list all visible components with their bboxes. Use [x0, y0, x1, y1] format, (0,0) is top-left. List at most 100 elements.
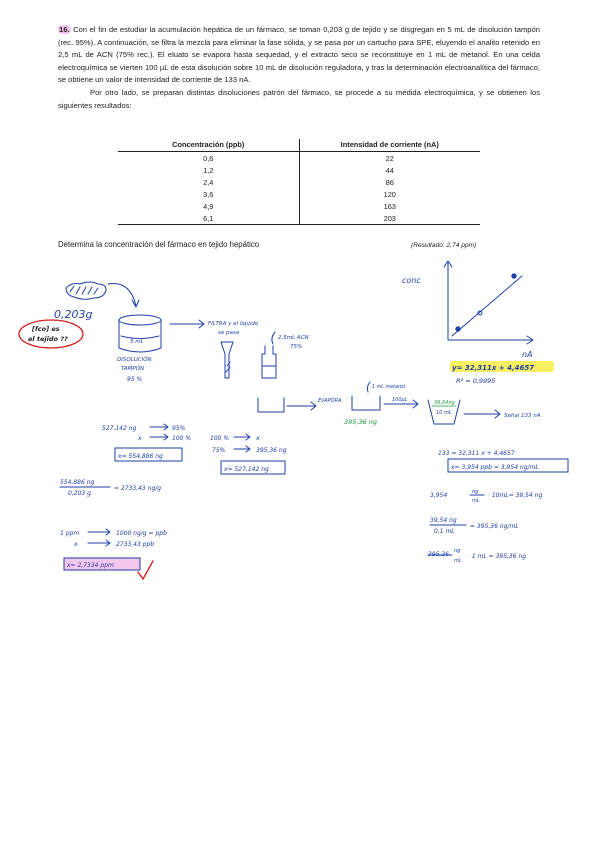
- problem-statement: 16. Con el fin de estudiar la acumulació…: [58, 24, 540, 112]
- calc-text: 100 %: [210, 435, 229, 442]
- problem-number: 16.: [58, 25, 71, 34]
- calc-text: 395,36 ng: [256, 447, 287, 454]
- spe-cartridge-icon: [261, 345, 277, 379]
- calc-text: 95%: [172, 425, 186, 432]
- beaker-label: TAMPÓN: [121, 365, 144, 372]
- tissue-sample-icon: [65, 281, 107, 300]
- fco-label: [fco] es: [31, 325, 60, 333]
- results-table: Concentración (ppb) Intensidad de corrie…: [118, 139, 480, 225]
- table-row: 2,4 86: [118, 176, 480, 188]
- table-cell: 22: [385, 153, 394, 163]
- arrow-icon: [233, 433, 251, 453]
- funnel-filter-icon: [225, 361, 231, 373]
- handwritten-solution: 0,203g [fco] es el tejido ?? 5 mL DISOLU…: [18, 260, 569, 581]
- calc-text: 133 = 32,311 x + 4,4657: [438, 450, 515, 457]
- calibration-point: [455, 326, 461, 332]
- checkmark-icon: [137, 560, 154, 581]
- table-cell: 163: [383, 201, 396, 211]
- calc-text: · 10mL= 39,54 ng: [488, 492, 542, 499]
- calc-text: 75%: [212, 447, 226, 454]
- calc-text: x: [73, 541, 78, 548]
- problem-paragraph-2: Por otro lado, se preparan distintas dis…: [58, 87, 540, 110]
- acn-label: 2,5mL ACN: [278, 335, 309, 341]
- final-answer: x= 2,7334 ppm: [66, 562, 114, 569]
- tissue-hatch-icon: [69, 285, 99, 295]
- result-text: x= 527,142 ng: [223, 466, 269, 473]
- fraction-numerator: 39,54 ng: [430, 517, 457, 524]
- fraction-numerator: 554,886 ng: [60, 479, 95, 486]
- calc-text: 1 ppm: [60, 530, 79, 537]
- table-row: 3,6 120: [118, 188, 480, 200]
- fraction-denominator: 0,203 g: [68, 490, 91, 497]
- beaker-liquid-icon: [120, 335, 160, 339]
- result-text: x= 3,954 ppb = 3,954 ng/mL: [450, 464, 539, 471]
- result-box: [447, 458, 569, 473]
- arrow-icon: [383, 399, 419, 409]
- methanol-label: 1 mL metanol: [372, 384, 406, 390]
- arrow-icon: [169, 319, 205, 329]
- arrowhead-icon: [131, 299, 140, 308]
- arrow-icon: [271, 331, 276, 345]
- table-row: 4,9 163: [118, 200, 480, 212]
- calc-text: 2733,43 ppb: [116, 541, 154, 548]
- arrow-icon: [149, 423, 169, 441]
- funnel-icon: [220, 341, 234, 379]
- sample-mass: 0,203g: [54, 308, 92, 321]
- regression-highlight: [450, 361, 554, 372]
- result-box: [220, 460, 286, 475]
- calibration-point: [477, 310, 483, 316]
- fco-label: el tejido ??: [28, 335, 68, 343]
- regression-equation: y= 32,311x + 4,4657: [452, 364, 534, 372]
- table-cell: 1,2: [118, 164, 300, 176]
- table-cell: 203: [299, 212, 480, 225]
- question-circle: [18, 319, 84, 349]
- calc-text: 1000 ng/g = ppb: [116, 530, 167, 537]
- calc-text: = 395,36 ng/mL: [470, 523, 519, 530]
- r-squared: R² = 0,9995: [456, 377, 495, 385]
- arrow-icon: [107, 282, 137, 307]
- arrow-icon: [286, 401, 317, 411]
- cell-green: 39,54ng: [434, 400, 455, 406]
- microliter-label: 100µL: [392, 397, 408, 403]
- axis-y-label: conc: [402, 276, 421, 285]
- table-header: Concentración (ppb): [118, 139, 300, 152]
- evapora-label: EVAPORA: [318, 398, 342, 404]
- calc-text: 395,36: [428, 551, 449, 558]
- table-cell: 2,4: [118, 176, 300, 188]
- table-row: 1,2 44: [118, 164, 480, 176]
- calc-text: 3,954: [430, 492, 447, 499]
- table-header: Intensidad de corriente (nA): [299, 139, 480, 152]
- evaporation-dish-icon: [257, 397, 285, 413]
- table-cell: 6,1: [118, 212, 300, 225]
- calibration-line: [451, 275, 523, 337]
- acn-label: 75%: [290, 344, 302, 350]
- calc-text: x: [255, 435, 260, 442]
- table-cell: 86: [385, 177, 394, 187]
- electrochemical-cell-icon: [427, 399, 461, 425]
- calc-text: mL: [454, 558, 462, 564]
- table-cell: 4,9: [118, 200, 300, 212]
- result-box: [114, 447, 183, 462]
- axis-x-label: nA: [522, 350, 533, 359]
- filter-label: se pasa: [218, 330, 240, 336]
- expected-result: (Resultado: 2,74 ppm): [411, 242, 477, 249]
- result-text: x= 554,886 ng: [117, 453, 163, 460]
- methanol-vessel-icon: [351, 395, 381, 411]
- calc-text: mL: [472, 498, 480, 504]
- arrow-icon: [463, 409, 501, 419]
- axis-arrow-icon: [443, 260, 534, 345]
- table-cell: 3,6: [118, 188, 300, 200]
- final-answer-highlight: [64, 558, 140, 570]
- calibration-axes: [447, 261, 533, 341]
- table-header-row: Concentración (ppb) Intensidad de corrie…: [118, 139, 480, 152]
- calc-text: 100 %: [172, 435, 191, 442]
- question-text: Determina la concentración del fármaco e…: [58, 240, 260, 249]
- fraction-denominator: 0,1 mL: [434, 528, 455, 535]
- table-cell: 44: [385, 165, 394, 175]
- final-answer-box: [63, 557, 141, 571]
- table-cell: 120: [383, 189, 396, 199]
- fraction-result: = 2733,43 ng/g: [114, 485, 161, 492]
